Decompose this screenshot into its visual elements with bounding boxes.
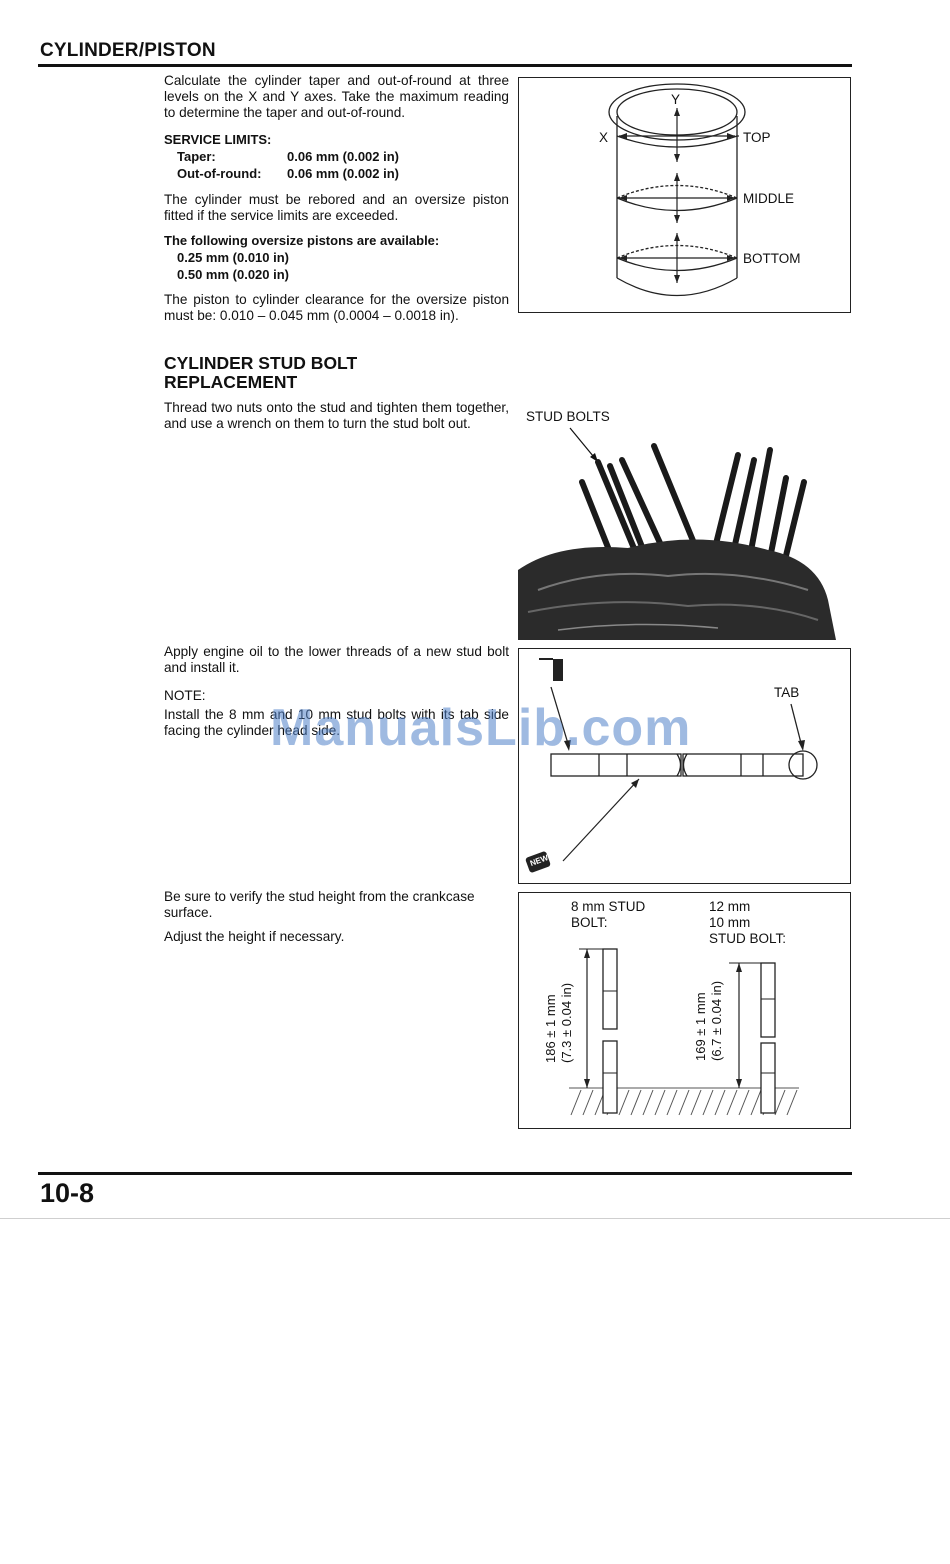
page-header-title: CYLINDER/PISTON <box>40 40 216 61</box>
taper-row: Taper: 0.06 mm (0.002 in) <box>164 148 509 165</box>
stud-bolts-label: STUD BOLTS <box>526 409 610 424</box>
cylinder-measurement-figure: Y X TOP MIDDLE BOTTOM <box>518 77 851 313</box>
stud-height-diagram: 186 ± 1 mm (7.3 ± 0.04 in) 169 ± 1 mm (6… <box>543 948 799 1116</box>
height-paragraph-1: Be sure to verify the stud height from t… <box>164 889 475 920</box>
height-paragraph-2: Adjust the height if necessary. <box>164 929 345 944</box>
oversize-item-2: 0.50 mm (0.020 in) <box>177 267 289 282</box>
intro-block: Calculate the cylinder taper and out-of-… <box>164 73 509 324</box>
section-heading-line-1: CYLINDER STUD BOLT <box>164 353 358 373</box>
tab-label: TAB <box>774 685 800 700</box>
oversize-heading: The following oversize pistons are avail… <box>164 233 440 248</box>
install-paragraph: Apply engine oil to the lower threads of… <box>164 644 509 675</box>
note-label: NOTE: <box>164 688 206 703</box>
right-bolt-label-3: STUD BOLT: <box>709 931 787 946</box>
right-bolt-label-2: 10 mm <box>709 915 751 930</box>
out-of-round-label: Out-of-round: <box>177 166 262 181</box>
left-bolt-label-2: BOLT: <box>571 915 608 930</box>
oversize-item-1: 0.25 mm (0.010 in) <box>177 250 289 265</box>
install-block: Apply engine oil to the lower threads of… <box>164 644 509 739</box>
header-rule <box>38 64 852 67</box>
stud-bolts-photo: STUD BOLTS <box>518 400 850 640</box>
page-number: 10-8 <box>40 1178 95 1208</box>
axis-y-label: Y <box>671 92 681 107</box>
service-limits-heading: SERVICE LIMITS: <box>164 132 272 147</box>
right-bolt-label-1: 12 mm <box>709 899 751 914</box>
cylinder-diagram <box>608 83 746 297</box>
intro-paragraph: Calculate the cylinder taper and out-of-… <box>164 73 509 120</box>
stud-bolts-image <box>518 427 836 640</box>
stud-tab-diagram <box>525 658 818 873</box>
right-dim-metric: 169 ± 1 mm <box>693 992 708 1061</box>
section-heading-line-2: REPLACEMENT <box>164 372 298 392</box>
out-of-round-row: Out-of-round: 0.06 mm (0.002 in) <box>164 165 509 182</box>
level-middle-label: MIDDLE <box>743 191 795 206</box>
page-bottom-line <box>0 1218 950 1219</box>
level-bottom-label: BOTTOM <box>743 251 801 266</box>
axis-x-label: X <box>599 130 609 145</box>
right-dim-imperial: (6.7 ± 0.04 in) <box>709 981 724 1061</box>
taper-value: 0.06 mm (0.002 in) <box>287 149 399 164</box>
stud-height-figure: 8 mm STUD BOLT: 12 mm 10 mm STUD BOLT: <box>518 892 851 1129</box>
stud-tab-figure: TAB NEW <box>518 648 851 884</box>
level-top-label: TOP <box>743 130 771 145</box>
left-dim-metric: 186 ± 1 mm <box>543 994 558 1063</box>
taper-label: Taper: <box>177 149 216 164</box>
clearance-paragraph: The piston to cylinder clearance for the… <box>164 292 509 323</box>
rebore-paragraph: The cylinder must be rebored and an over… <box>164 192 509 223</box>
left-bolt-label-1: 8 mm STUD <box>571 899 646 914</box>
watermark: ManualsLib.com <box>270 699 692 757</box>
section-heading: CYLINDER STUD BOLT REPLACEMENT <box>164 354 357 392</box>
note-text: Install the 8 mm and 10 mm stud bolts wi… <box>164 707 509 738</box>
height-block: Be sure to verify the stud height from t… <box>164 889 509 945</box>
footer-rule <box>38 1172 852 1175</box>
stud-removal-paragraph: Thread two nuts onto the stud and tighte… <box>164 400 509 431</box>
left-dim-imperial: (7.3 ± 0.04 in) <box>559 983 574 1063</box>
out-of-round-value: 0.06 mm (0.002 in) <box>287 166 399 181</box>
